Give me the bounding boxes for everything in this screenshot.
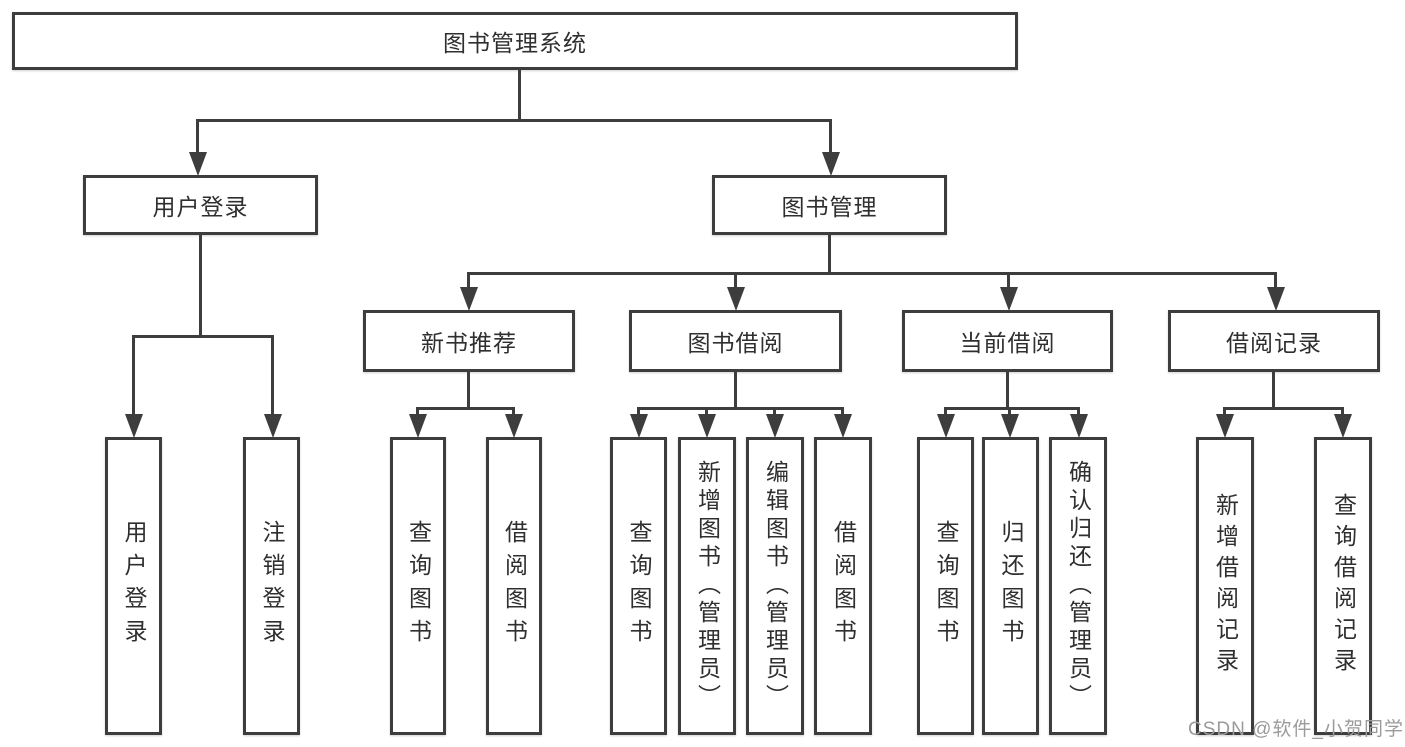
arrow-down-icon bbox=[264, 414, 282, 438]
connector-line bbox=[1077, 407, 1080, 417]
csdn-watermark: CSDN @软件_小贺同学 bbox=[1188, 719, 1404, 740]
connector-line bbox=[1223, 407, 1343, 410]
connector-line bbox=[512, 407, 515, 417]
connector-line bbox=[467, 372, 470, 410]
connector-line bbox=[637, 407, 844, 410]
leaf-return-books: 归还图书 bbox=[982, 437, 1039, 735]
leaf-add-books-admin: 新增图书（管理员） bbox=[678, 437, 736, 735]
leaf-query-books-newrec-label: 查询图书 bbox=[405, 520, 432, 652]
node-book-borrow-label: 图书借阅 bbox=[687, 330, 784, 356]
connector-line bbox=[196, 119, 832, 122]
leaf-query-books-newrec: 查询图书 bbox=[390, 437, 446, 735]
arrow-down-icon bbox=[727, 287, 745, 311]
arrow-down-icon bbox=[125, 414, 143, 438]
connector-line bbox=[828, 235, 831, 275]
leaf-borrow-books-newrec: 借阅图书 bbox=[486, 437, 542, 735]
arrow-down-icon bbox=[822, 152, 840, 176]
connector-line bbox=[944, 407, 947, 417]
connector-line bbox=[132, 335, 135, 416]
connector-line bbox=[944, 407, 1080, 410]
node-user-login: 用户登录 bbox=[83, 175, 318, 235]
connector-line bbox=[1006, 372, 1009, 410]
leaf-query-borrow-record-label: 查询借阅记录 bbox=[1330, 493, 1357, 679]
connector-line bbox=[271, 335, 274, 416]
arrow-down-icon bbox=[1001, 414, 1019, 438]
node-new-book-recommend-label: 新书推荐 bbox=[421, 330, 517, 356]
connector-line bbox=[1272, 372, 1275, 410]
arrow-down-icon bbox=[937, 414, 955, 438]
leaf-query-borrow-record: 查询借阅记录 bbox=[1314, 437, 1372, 735]
leaf-borrow-books-newrec-label: 借阅图书 bbox=[501, 520, 528, 652]
connector-line bbox=[416, 407, 419, 417]
connector-line bbox=[467, 272, 1277, 275]
leaf-query-books-borrow-label: 查询图书 bbox=[626, 520, 652, 652]
arrow-down-icon bbox=[1070, 414, 1088, 438]
node-borrow-records: 借阅记录 bbox=[1168, 310, 1380, 372]
leaf-return-books-label: 归还图书 bbox=[998, 520, 1024, 652]
connector-line bbox=[467, 272, 470, 290]
connector-line bbox=[841, 407, 844, 417]
leaf-logout: 注销登录 bbox=[243, 437, 300, 735]
leaf-confirm-return-admin: 确认归还（管理员） bbox=[1049, 437, 1107, 735]
connector-line bbox=[199, 235, 202, 338]
arrow-down-icon bbox=[698, 414, 716, 438]
leaf-query-books-current-label: 查询图书 bbox=[933, 520, 959, 652]
node-current-borrow: 当前借阅 bbox=[902, 310, 1113, 372]
leaf-query-books-borrow: 查询图书 bbox=[610, 437, 667, 735]
connector-line bbox=[1008, 407, 1011, 417]
node-root: 图书管理系统 bbox=[12, 12, 1018, 70]
node-book-management-label: 图书管理 bbox=[781, 194, 878, 220]
node-new-book-recommend: 新书推荐 bbox=[363, 310, 575, 372]
leaf-add-borrow-record-label: 新增借阅记录 bbox=[1212, 493, 1239, 679]
connector-line bbox=[734, 272, 737, 290]
leaf-borrow-books-borrow-label: 借阅图书 bbox=[830, 520, 857, 652]
connector-line bbox=[773, 407, 776, 417]
leaf-query-books-current: 查询图书 bbox=[917, 437, 974, 735]
node-borrow-records-label: 借阅记录 bbox=[1226, 330, 1322, 356]
connector-line bbox=[829, 119, 832, 155]
leaf-user-login: 用户登录 bbox=[105, 437, 162, 735]
connector-line bbox=[734, 372, 737, 410]
leaf-borrow-books-borrow: 借阅图书 bbox=[814, 437, 872, 735]
node-current-borrow-label: 当前借阅 bbox=[959, 330, 1056, 356]
arrow-down-icon bbox=[1334, 414, 1352, 438]
node-book-management: 图书管理 bbox=[712, 175, 947, 235]
leaf-edit-books-admin-label: 编辑图书（管理员） bbox=[762, 460, 789, 712]
arrow-down-icon bbox=[505, 414, 523, 438]
leaf-confirm-return-admin-label: 确认归还（管理员） bbox=[1065, 460, 1092, 712]
connector-line bbox=[1341, 407, 1344, 417]
arrow-down-icon bbox=[1000, 287, 1018, 311]
connector-line bbox=[416, 407, 515, 410]
connector-line bbox=[1274, 272, 1277, 290]
connector-line bbox=[196, 119, 199, 155]
node-user-login-label: 用户登录 bbox=[152, 194, 249, 220]
leaf-edit-books-admin: 编辑图书（管理员） bbox=[746, 437, 804, 735]
arrow-down-icon bbox=[189, 152, 207, 176]
connector-line bbox=[1007, 272, 1010, 290]
arrow-down-icon bbox=[1267, 287, 1285, 311]
arrow-down-icon bbox=[834, 414, 852, 438]
arrow-down-icon bbox=[460, 287, 478, 311]
node-root-label: 图书管理系统 bbox=[443, 30, 587, 56]
arrow-down-icon bbox=[630, 414, 648, 438]
connector-line bbox=[518, 68, 521, 122]
leaf-user-login-label: 用户登录 bbox=[121, 520, 147, 652]
arrow-down-icon bbox=[1216, 414, 1234, 438]
connector-line bbox=[637, 407, 640, 417]
connector-line bbox=[1223, 407, 1226, 417]
arrow-down-icon bbox=[766, 414, 784, 438]
arrow-down-icon bbox=[409, 414, 427, 438]
connector-line bbox=[705, 407, 708, 417]
leaf-logout-label: 注销登录 bbox=[259, 520, 285, 652]
leaf-add-books-admin-label: 新增图书（管理员） bbox=[694, 460, 721, 712]
connector-line bbox=[132, 335, 274, 338]
leaf-add-borrow-record: 新增借阅记录 bbox=[1196, 437, 1254, 735]
node-book-borrow: 图书借阅 bbox=[629, 310, 842, 372]
